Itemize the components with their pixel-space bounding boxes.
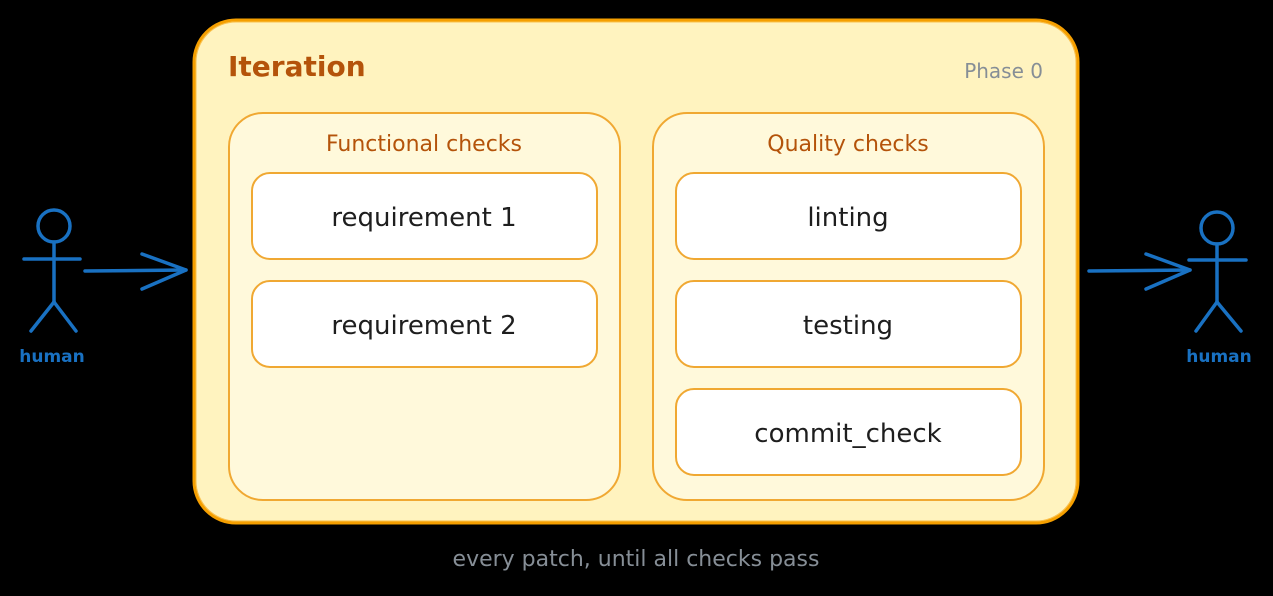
testing-box: [675, 280, 1022, 368]
functional-checks-title: Functional checks: [326, 132, 522, 157]
testing-label: testing: [803, 311, 893, 341]
iteration-title: Iteration: [228, 50, 366, 83]
human-right: human: [1186, 210, 1252, 367]
human-left-label: human: [19, 347, 85, 367]
commit-check-item: commit_check: [675, 388, 1022, 476]
quality-checks-group: Quality checks linting testing commit_ch…: [652, 112, 1045, 501]
arrow-into-iteration: [83, 252, 188, 291]
requirement-1-item: requirement 1: [251, 172, 598, 260]
requirement-1-box: [251, 172, 598, 260]
linting-label: linting: [807, 203, 888, 233]
requirement-2-item: requirement 2: [251, 280, 598, 368]
stick-figure-icon: [22, 208, 82, 333]
stick-figure-icon: [1187, 210, 1248, 333]
testing-item: testing: [675, 280, 1022, 368]
functional-checks-group: Functional checks requirement 1 requirem…: [228, 112, 621, 501]
quality-checks-title: Quality checks: [767, 132, 928, 157]
requirement-2-box: [251, 280, 598, 368]
human-right-label: human: [1186, 347, 1252, 367]
arrow-out-of-iteration: [1087, 252, 1192, 291]
requirement-2-label: requirement 2: [331, 311, 516, 341]
commit-check-box: [675, 388, 1022, 476]
human-left: human: [19, 208, 85, 367]
requirement-1-label: requirement 1: [331, 203, 516, 233]
commit-check-label: commit_check: [754, 419, 941, 449]
caption: every patch, until all checks pass: [453, 547, 820, 572]
phase-label: Phase 0: [964, 59, 1043, 83]
linting-item: linting: [675, 172, 1022, 260]
iteration-box-sketch-line: [195, 21, 1077, 522]
linting-box: [675, 172, 1022, 260]
